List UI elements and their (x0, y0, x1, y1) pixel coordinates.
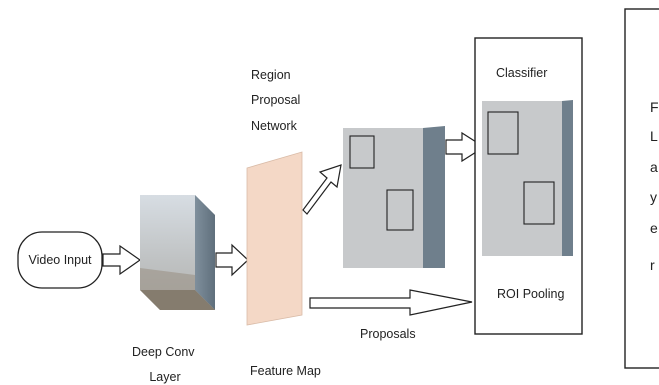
side-box-text: FC L a y e r (650, 99, 659, 273)
proposal-box-upper (349, 135, 375, 169)
arrow-featuremap-to-rpn (302, 164, 342, 215)
deep-conv-label: Deep Conv Layer (132, 345, 198, 384)
side-box-line: FC (650, 99, 659, 115)
classifier-label: Classifier (496, 66, 547, 80)
side-box (624, 8, 659, 369)
video-input-label: Video Input (28, 253, 92, 267)
side-box-line: r (650, 257, 655, 273)
arrow-featuremap-to-roi-pooling (309, 289, 473, 316)
arrow-input-to-conv (102, 244, 142, 276)
classifier-block (482, 100, 573, 256)
side-box-line: e (650, 220, 658, 236)
video-input-box (17, 231, 103, 289)
roi-box-upper (487, 111, 519, 155)
feature-map-label: Feature Map (250, 364, 321, 378)
feature-map-plane (246, 151, 303, 326)
rpn-label: Region Proposal Network (251, 68, 304, 133)
deep-conv-layer-block (140, 195, 215, 310)
roi-pooling-label: ROI Pooling (497, 287, 564, 301)
side-box-line: y (650, 189, 657, 205)
roi-box-lower (523, 181, 555, 225)
proposals-label: Proposals (360, 327, 416, 341)
arrow-conv-to-featuremap (215, 243, 249, 277)
side-box-line: a (650, 159, 658, 175)
proposal-box-lower (386, 189, 414, 231)
arrow-rpn-to-classifier (445, 131, 486, 163)
side-box-line: L (650, 128, 658, 144)
rpn-output-block (343, 126, 445, 268)
